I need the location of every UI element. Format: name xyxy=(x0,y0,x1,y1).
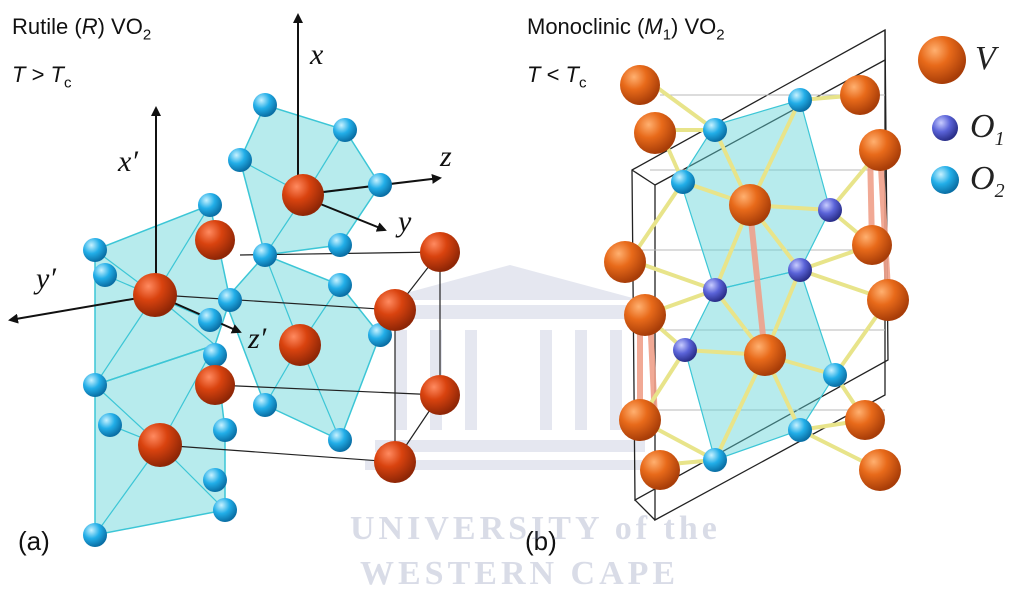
monoclinic-structure xyxy=(604,28,909,522)
title-suffix: ) VO xyxy=(671,14,717,39)
axis-label-y: y xyxy=(398,205,412,238)
legend-o1-label: O1 xyxy=(970,108,1005,151)
legend-o2-sub: 2 xyxy=(994,179,1005,202)
panel-a-tag: (a) xyxy=(18,526,50,556)
panel-b-title: Monoclinic (M1) VO2 xyxy=(527,14,725,43)
panel-b-condition: T < Tc xyxy=(527,62,586,91)
legend-v-label: V xyxy=(975,40,996,78)
legend-o2-label: O2 xyxy=(970,160,1005,203)
panel-a-title: Rutile (R) VO2 xyxy=(12,14,151,43)
axis-label-x-prime: x′ xyxy=(118,145,138,178)
panel-b-tag: (b) xyxy=(525,526,557,556)
axis-label-z: z xyxy=(440,140,452,173)
legend-v-text: V xyxy=(975,40,996,77)
cond-op: < xyxy=(540,62,566,87)
title-sub: 2 xyxy=(142,26,152,44)
rutile-structure xyxy=(8,13,460,547)
title-italic-sub: 1 xyxy=(662,26,672,44)
cond-t: T xyxy=(527,62,541,87)
title-italic: R xyxy=(81,14,98,39)
cond-tc: T xyxy=(565,62,579,87)
watermark-line1: UNIVERSITY of the xyxy=(350,510,721,547)
title-prefix: Monoclinic ( xyxy=(527,14,645,39)
legend-markers xyxy=(918,36,966,194)
oxygen-atoms-b xyxy=(671,88,847,472)
oxygen-atoms xyxy=(83,93,392,547)
cond-t: T xyxy=(12,62,26,87)
panel-a-condition: T > Tc xyxy=(12,62,71,91)
axis-label-x: x xyxy=(310,38,324,71)
vanadium-atoms xyxy=(133,174,460,483)
cond-sub: c xyxy=(63,74,72,92)
axis-label-y-prime: y′ xyxy=(36,262,56,295)
title-suffix: ) VO xyxy=(97,14,143,39)
title-prefix: Rutile ( xyxy=(12,14,82,39)
cond-sub: c xyxy=(578,74,587,92)
watermark-line2: WESTERN CAPE xyxy=(360,555,680,592)
legend-o1-sub: 1 xyxy=(994,127,1005,150)
title-italic: M xyxy=(644,14,663,39)
legend-v-marker xyxy=(918,36,966,84)
legend-o2-marker xyxy=(931,166,959,194)
legend-o1-marker xyxy=(932,115,958,141)
cond-tc: T xyxy=(50,62,64,87)
vanadium-atoms-b xyxy=(604,65,909,491)
watermark-building xyxy=(365,265,655,470)
title-sub: 2 xyxy=(716,26,725,44)
legend-o2-text: O xyxy=(970,160,995,197)
cond-op: > xyxy=(25,62,51,87)
legend-o1-text: O xyxy=(970,108,995,145)
axis-label-z-prime: z′ xyxy=(248,322,267,355)
